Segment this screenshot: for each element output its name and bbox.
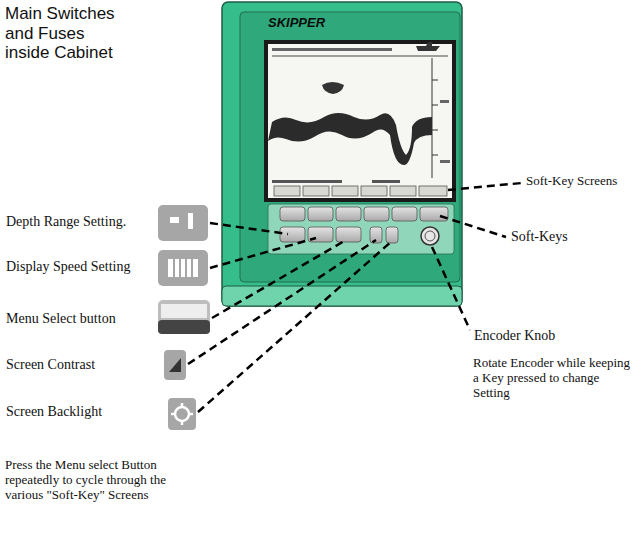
- callout-label: Soft-Keys: [511, 229, 568, 245]
- display-speed-icon: [158, 250, 208, 286]
- leader-lines: [188, 183, 522, 412]
- screen-status: [272, 180, 342, 183]
- screen-backlight-icon: [168, 398, 196, 430]
- encoder-knob-ring: [425, 231, 435, 241]
- scale-figure: [440, 160, 450, 163]
- housing: [222, 2, 462, 306]
- soft-keys: [280, 207, 448, 221]
- fish-echo: [322, 82, 344, 94]
- control-label: Depth Range Setting.: [6, 214, 126, 230]
- front-panel: [240, 12, 460, 282]
- function-keys: [280, 227, 398, 243]
- scale-figure: [440, 100, 449, 103]
- encoder-knob: [421, 227, 439, 245]
- bottom-echo: [268, 113, 432, 165]
- housing-base: [222, 286, 462, 306]
- cabinet-note: Main Switches and Fuses inside Cabinet: [5, 4, 123, 63]
- keypad: [268, 204, 454, 254]
- callout-label: Soft-Key Screens: [526, 174, 617, 189]
- control-label: Screen Backlight: [6, 404, 102, 420]
- brand-logo: SKIPPER: [268, 16, 325, 31]
- instruction-note: Press the Menu select Button repeatedly …: [5, 458, 190, 503]
- screen-header: [272, 48, 392, 51]
- lcd-screen: [268, 44, 452, 198]
- control-label: Display Speed Setting: [6, 259, 130, 275]
- screen-contrast-icon: [164, 350, 186, 380]
- instruction-note: Rotate Encoder while keeping a Key press…: [473, 356, 631, 401]
- menu-select-icon: [158, 300, 210, 334]
- screen-bezel: [264, 40, 456, 202]
- depth-range-icon: [158, 205, 208, 241]
- scale-ticks: [432, 80, 438, 155]
- boat-icon: [416, 42, 440, 51]
- screen-status: [372, 180, 400, 183]
- soft-key-screens: [274, 186, 447, 196]
- control-label: Screen Contrast: [6, 357, 95, 373]
- callout-label: Encoder Knob: [474, 328, 555, 344]
- control-label: Menu Select button: [6, 311, 116, 327]
- screen-rule: [272, 56, 448, 57]
